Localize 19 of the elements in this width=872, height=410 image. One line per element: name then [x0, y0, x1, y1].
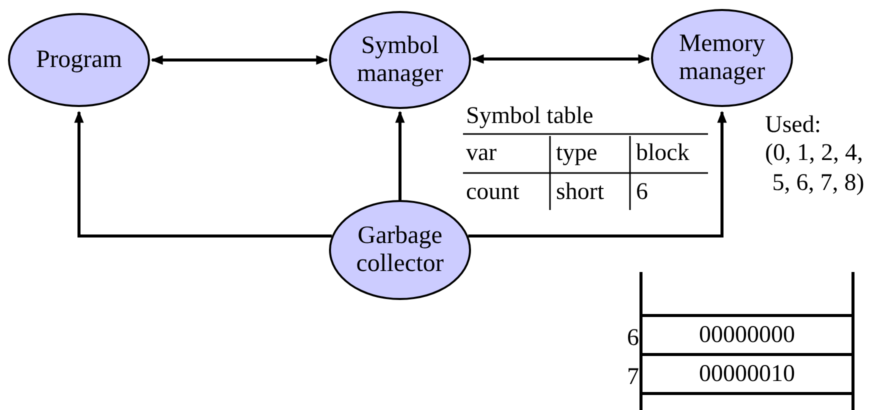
process-ellipse: Program	[8, 13, 150, 107]
table-text: type	[556, 141, 598, 165]
used-blocks-list: (0, 1, 2, 4, 5, 6, 7, 8)	[765, 138, 872, 198]
arrow	[74, 110, 332, 238]
address-label: 7	[627, 365, 639, 389]
used-label: Used:	[765, 113, 821, 137]
arrow	[395, 110, 405, 200]
memory-cell: 00000010	[641, 353, 853, 395]
process-ellipse: Garbage collector	[329, 200, 471, 300]
table-text: block	[636, 141, 690, 165]
table-text: 6	[636, 180, 648, 204]
arrow	[150, 55, 328, 65]
memory-cell: 00000000	[641, 314, 853, 356]
table-text: var	[466, 141, 497, 165]
table-text: short	[556, 180, 604, 204]
address-label: 6	[627, 326, 639, 350]
process-ellipse: Memory manager	[651, 9, 793, 107]
arrow	[472, 54, 650, 64]
arrow	[468, 110, 727, 238]
